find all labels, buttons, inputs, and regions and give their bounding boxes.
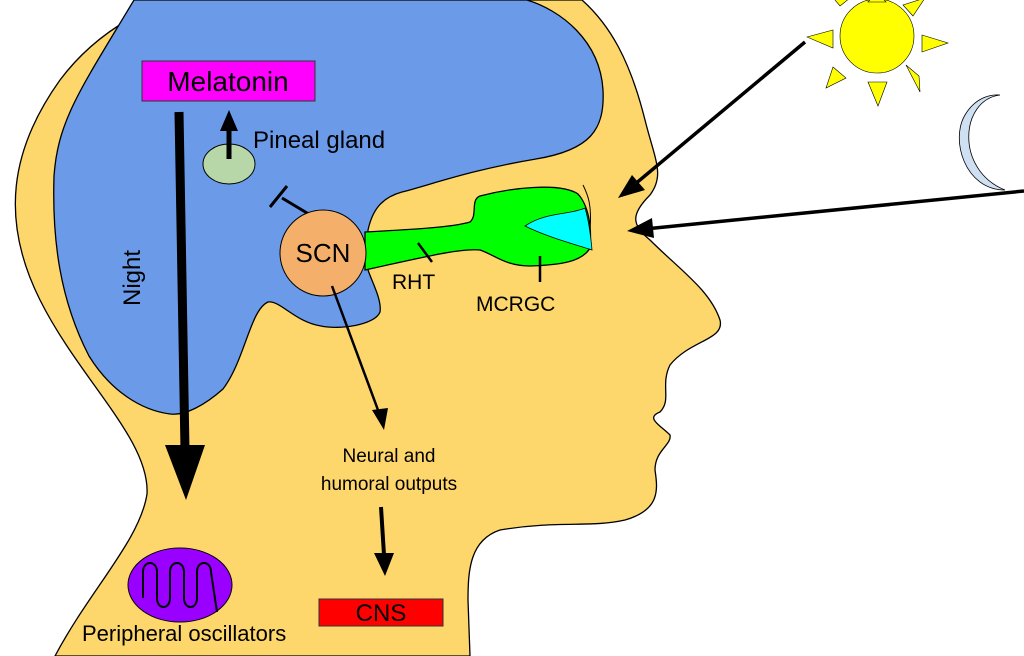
peripheral-oscillator bbox=[127, 547, 233, 623]
cns-arrow-shaft bbox=[379, 506, 386, 556]
eyelid-line bbox=[582, 184, 591, 231]
mcrgc-label: MCRGC bbox=[476, 293, 555, 316]
sunlight-arrow bbox=[626, 40, 807, 192]
scn-label: SCN bbox=[296, 238, 351, 268]
moonlight-arrow bbox=[644, 189, 1024, 231]
night-label: Night bbox=[119, 250, 146, 306]
oscillation-wave bbox=[142, 562, 218, 613]
cns-label: CNS bbox=[356, 600, 407, 627]
scn-output-arrow bbox=[330, 285, 380, 411]
scn-nucleus bbox=[279, 209, 367, 297]
moon-icon bbox=[958, 94, 1006, 191]
rht-pointer bbox=[416, 242, 434, 263]
night-arrowhead bbox=[165, 445, 205, 500]
rht-label: RHT bbox=[392, 271, 435, 294]
neural-outputs-label-1: Neural and bbox=[343, 446, 436, 467]
scn-output-arrowhead bbox=[372, 408, 388, 430]
cns-arrowhead bbox=[374, 553, 394, 576]
melatonin-box bbox=[141, 60, 316, 102]
peripheral-oscillators-label: Peripheral oscillators bbox=[82, 621, 286, 646]
pineal-gland-label: Pineal gland bbox=[253, 127, 385, 154]
brain bbox=[53, 0, 604, 415]
pineal-arrowhead bbox=[220, 110, 238, 131]
sun-icon bbox=[806, 0, 949, 107]
night-arrow-shaft bbox=[174, 111, 190, 451]
inhibition-bar bbox=[268, 185, 289, 208]
cns-box bbox=[318, 598, 444, 627]
melatonin-label: Melatonin bbox=[167, 66, 288, 97]
moonlight-arrowhead bbox=[627, 218, 654, 238]
eye bbox=[524, 207, 593, 251]
sunlight-arrowhead bbox=[618, 175, 645, 198]
neural-outputs-label-2: humoral outputs bbox=[321, 474, 457, 495]
